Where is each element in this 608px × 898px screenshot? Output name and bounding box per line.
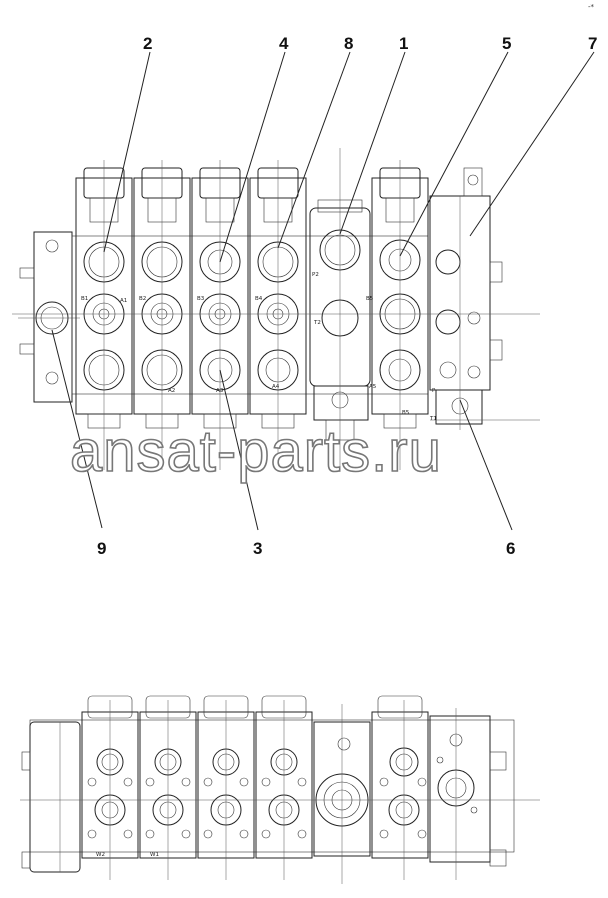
callout-7: 7 <box>588 34 597 53</box>
port-label-a1: A1 <box>120 298 127 304</box>
port-label-p: P <box>432 388 436 394</box>
callout-9: 9 <box>97 539 106 558</box>
callout-2: 2 <box>143 34 152 53</box>
port-label-b4: B4 <box>255 296 263 302</box>
side-outlet-cover <box>429 715 507 867</box>
bottom-label-w1: W1 <box>150 852 159 858</box>
port-label-b5: B5 <box>366 296 374 302</box>
port-label-t2: T2 <box>313 320 321 326</box>
bottom-label-w2: W2 <box>96 852 105 858</box>
callout-4: 4 <box>279 34 289 53</box>
port-label-p2: P2 <box>312 272 319 278</box>
port-label-a5: A5 <box>369 384 377 390</box>
port-label-b1: B1 <box>81 296 88 302</box>
watermark: ansat-parts.ru <box>70 419 442 484</box>
port-label-a4: A4 <box>272 384 280 390</box>
outlet-cover <box>429 167 503 425</box>
side-mid-inlet <box>313 704 371 884</box>
corner-mark: -* <box>588 3 595 11</box>
mid-inlet-section <box>309 148 371 472</box>
port-label-b3: B3 <box>197 296 205 302</box>
side-view: W2 W1 <box>20 695 540 884</box>
port-label-a3: A3 <box>216 388 224 394</box>
callout-3: 3 <box>253 539 262 558</box>
callout-1: 1 <box>399 34 408 53</box>
port-label-b5-lower: B5 <box>402 410 410 416</box>
callout-6: 6 <box>506 539 515 558</box>
callout-5: 5 <box>502 34 511 53</box>
port-label-a2: A2 <box>168 388 175 394</box>
port-label-b2: B2 <box>139 296 146 302</box>
inlet-cover <box>18 231 80 403</box>
port-label-t1: T1 <box>429 416 437 422</box>
callout-8: 8 <box>344 34 353 53</box>
front-view: B1 B2 B3 B4 A1 A2 A3 A4 A5 B5 B5 P2 T2 T… <box>12 34 597 558</box>
